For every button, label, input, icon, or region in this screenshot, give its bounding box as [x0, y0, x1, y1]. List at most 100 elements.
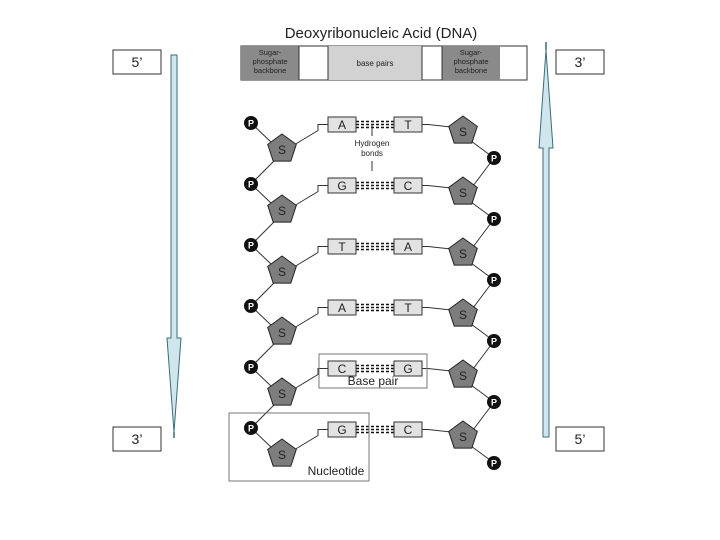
header-left-block	[241, 46, 299, 80]
right-sugar	[448, 420, 478, 449]
header-left-line-2: phosphate	[252, 57, 287, 66]
nucleotide-box	[228, 412, 370, 482]
label-right-bottom: 5’	[575, 431, 586, 447]
base-connector-right	[419, 307, 452, 311]
header-right-line-2: phosphate	[453, 57, 488, 66]
left-phosphate	[244, 360, 258, 374]
right-sugar	[448, 298, 478, 327]
direction-arrows	[166, 42, 554, 438]
right-sugar-label: S	[459, 430, 467, 444]
hydrogen-bonds-line-2: bonds	[361, 149, 383, 158]
base-box-left	[327, 238, 357, 255]
base-box-left	[327, 360, 357, 377]
base-box-left	[327, 116, 357, 133]
label-box-left-top	[112, 49, 162, 75]
left-phosphate-label: P	[248, 424, 254, 434]
base-letter-left: G	[337, 179, 346, 193]
base-connector-right	[419, 185, 452, 189]
base-connector-left	[293, 368, 328, 390]
base-connector-right	[419, 368, 452, 372]
base-connector-left	[293, 124, 328, 146]
right-phosphate	[487, 334, 501, 348]
base-letter-right: C	[404, 423, 413, 437]
left-sugar-label: S	[278, 265, 286, 279]
base-connector-right	[419, 246, 452, 250]
base-connector-left	[293, 185, 328, 207]
right-sugar	[448, 176, 478, 205]
base-letter-right: T	[404, 118, 412, 132]
left-phosphate-label: P	[248, 180, 254, 190]
base-letter-left: T	[338, 240, 346, 254]
left-phosphate-label: P	[248, 363, 254, 373]
base-box-left	[327, 177, 357, 194]
label-right-top: 3’	[575, 54, 586, 70]
base-letter-left: C	[338, 362, 347, 376]
left-sugar	[267, 316, 297, 345]
arrow-up-right	[538, 49, 554, 438]
base-box-left	[327, 299, 357, 316]
right-phosphate	[487, 395, 501, 409]
right-phosphate-label: P	[491, 337, 497, 347]
header-right-block	[442, 46, 500, 80]
left-phosphate-label: P	[248, 302, 254, 312]
base-letter-right: G	[403, 362, 412, 376]
base-connector-left	[293, 246, 328, 268]
left-phosphate	[244, 299, 258, 313]
header-right-line-1: Sugar-	[460, 48, 483, 57]
header-left-line-3: backbone	[254, 66, 287, 75]
left-sugar	[267, 194, 297, 223]
strand-labels: 5’ 3’ 3’ 5’	[112, 49, 605, 452]
arrow-down-left	[166, 54, 182, 433]
right-sugar	[448, 359, 478, 388]
base-letter-right: T	[404, 301, 412, 315]
left-phosphate-label: P	[248, 241, 254, 251]
left-phosphate-label: P	[248, 119, 254, 129]
left-phosphate	[244, 116, 258, 130]
header-bar: Sugar- phosphate backbone base pairs Sug…	[240, 45, 528, 81]
base-box-left	[327, 421, 357, 438]
base-letter-left: G	[337, 423, 346, 437]
base-box-right	[393, 116, 423, 133]
right-phosphate-label: P	[491, 398, 497, 408]
left-sugar	[267, 133, 297, 162]
right-sugar-label: S	[459, 186, 467, 200]
right-sugar-label: S	[459, 125, 467, 139]
base-connector-left	[293, 429, 328, 451]
left-sugar	[267, 377, 297, 406]
right-sugar	[448, 237, 478, 266]
annotations: Nucleotide Base pair Hydrogen bonds	[228, 124, 428, 482]
right-phosphate	[487, 456, 501, 470]
left-phosphate	[244, 238, 258, 252]
left-sugar-label: S	[278, 204, 286, 218]
hydrogen-bonds-line-1: Hydrogen	[355, 139, 390, 148]
base-box-right	[393, 238, 423, 255]
base-letter-left: A	[338, 301, 346, 315]
label-left-bottom: 3’	[132, 431, 143, 447]
header-middle-label: base pairs	[357, 59, 394, 68]
base-pair-label: Base pair	[348, 374, 399, 388]
right-phosphate-label: P	[491, 459, 497, 469]
label-box-right-top	[555, 49, 605, 75]
right-phosphate-label: P	[491, 276, 497, 286]
base-box-right	[393, 177, 423, 194]
backbone-layer	[250, 122, 495, 464]
diagram-title: Deoxyribonucleic Acid (DNA)	[285, 25, 478, 42]
base-box-right	[393, 299, 423, 316]
left-sugar	[267, 438, 297, 467]
base-pair-box	[318, 353, 428, 389]
right-sugar-label: S	[459, 308, 467, 322]
left-phosphate	[244, 177, 258, 191]
base-connector-right	[419, 429, 452, 433]
left-phosphate	[244, 421, 258, 435]
left-sugar-label: S	[278, 448, 286, 462]
base-box-right	[393, 360, 423, 377]
label-box-left-bottom	[112, 426, 162, 452]
right-phosphate-label: P	[491, 215, 497, 225]
right-sugar-label: S	[459, 247, 467, 261]
header-middle-block	[328, 46, 422, 80]
base-letter-right: A	[404, 240, 412, 254]
right-phosphate-label: P	[491, 154, 497, 164]
right-phosphate	[487, 212, 501, 226]
